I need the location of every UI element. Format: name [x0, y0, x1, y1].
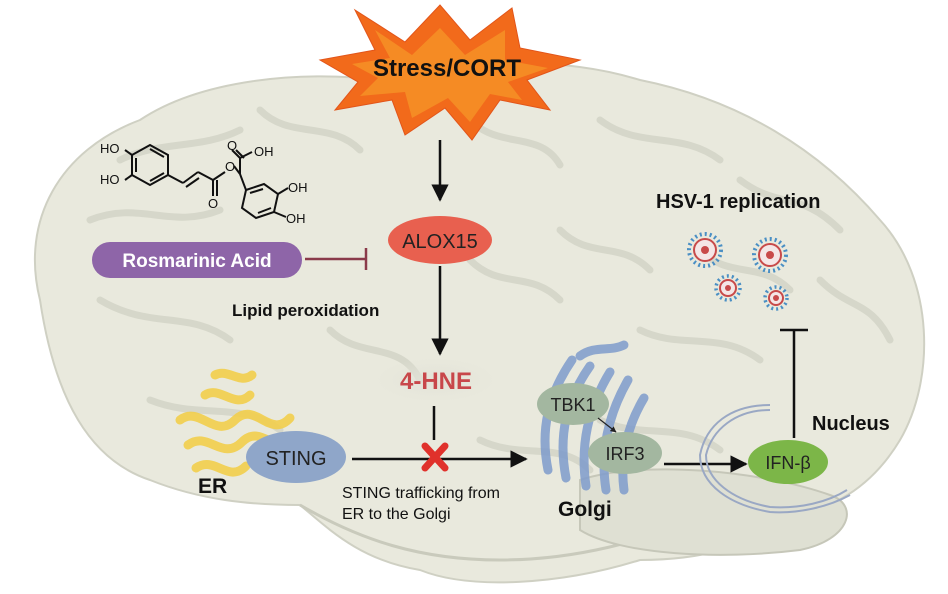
inhibition-ifnb-to-hsv	[780, 328, 808, 438]
virus-icon	[687, 232, 723, 268]
trafficking-label-line2: ER to the Golgi	[342, 506, 451, 523]
ifnb-label: IFN-β	[765, 453, 810, 473]
er-label: ER	[198, 475, 227, 498]
rosmarinic-acid-pill: Rosmarinic Acid	[92, 242, 302, 278]
svg-text:O: O	[227, 138, 237, 153]
rosmarinic-acid-structure	[124, 143, 289, 220]
svg-text:HO: HO	[100, 141, 120, 156]
irf3-node: IRF3	[588, 432, 662, 474]
rosmarinic-acid-atoms: HO HO O O O OH OH OH	[100, 138, 308, 226]
golgi-label: Golgi	[558, 498, 612, 521]
tbk1-label: TBK1	[550, 395, 595, 415]
virus-icon	[752, 237, 788, 273]
svg-text:OH: OH	[288, 180, 308, 195]
hne-label: 4-HNE	[400, 368, 472, 395]
alox15-label: ALOX15	[402, 231, 478, 253]
arrow-tbk1-to-irf3	[597, 417, 617, 433]
svg-text:O: O	[208, 196, 218, 211]
alox15-node: ALOX15	[388, 216, 492, 264]
inhibition-ra-to-alox15	[305, 248, 368, 270]
virus-icon	[763, 285, 789, 311]
svg-text:OH: OH	[286, 211, 306, 226]
irf3-label: IRF3	[605, 444, 644, 464]
svg-text:HO: HO	[100, 172, 120, 187]
svg-text:O: O	[225, 159, 235, 174]
trafficking-label-line1: STING trafficking from	[342, 485, 500, 502]
ifnb-node: IFN-β	[748, 440, 828, 484]
tbk1-node: TBK1	[537, 383, 609, 425]
nucleus-membrane	[698, 404, 851, 514]
lipid-peroxidation-label: Lipid peroxidation	[232, 301, 379, 320]
svg-text:OH: OH	[254, 144, 274, 159]
virus-particles	[687, 232, 789, 311]
stress-starburst: Stress/CORT	[318, 4, 582, 141]
stress-cort-label: Stress/CORT	[373, 55, 521, 82]
rosmarinic-acid-label: Rosmarinic Acid	[122, 251, 271, 272]
nucleus-label: Nucleus	[812, 413, 890, 435]
blocked-x-mark	[421, 442, 449, 472]
brain-illustration	[33, 62, 926, 584]
hsv-replication-label: HSV-1 replication	[656, 191, 821, 213]
sting-node: STING	[246, 431, 346, 483]
sting-label: STING	[265, 448, 326, 470]
virus-icon	[714, 274, 742, 302]
